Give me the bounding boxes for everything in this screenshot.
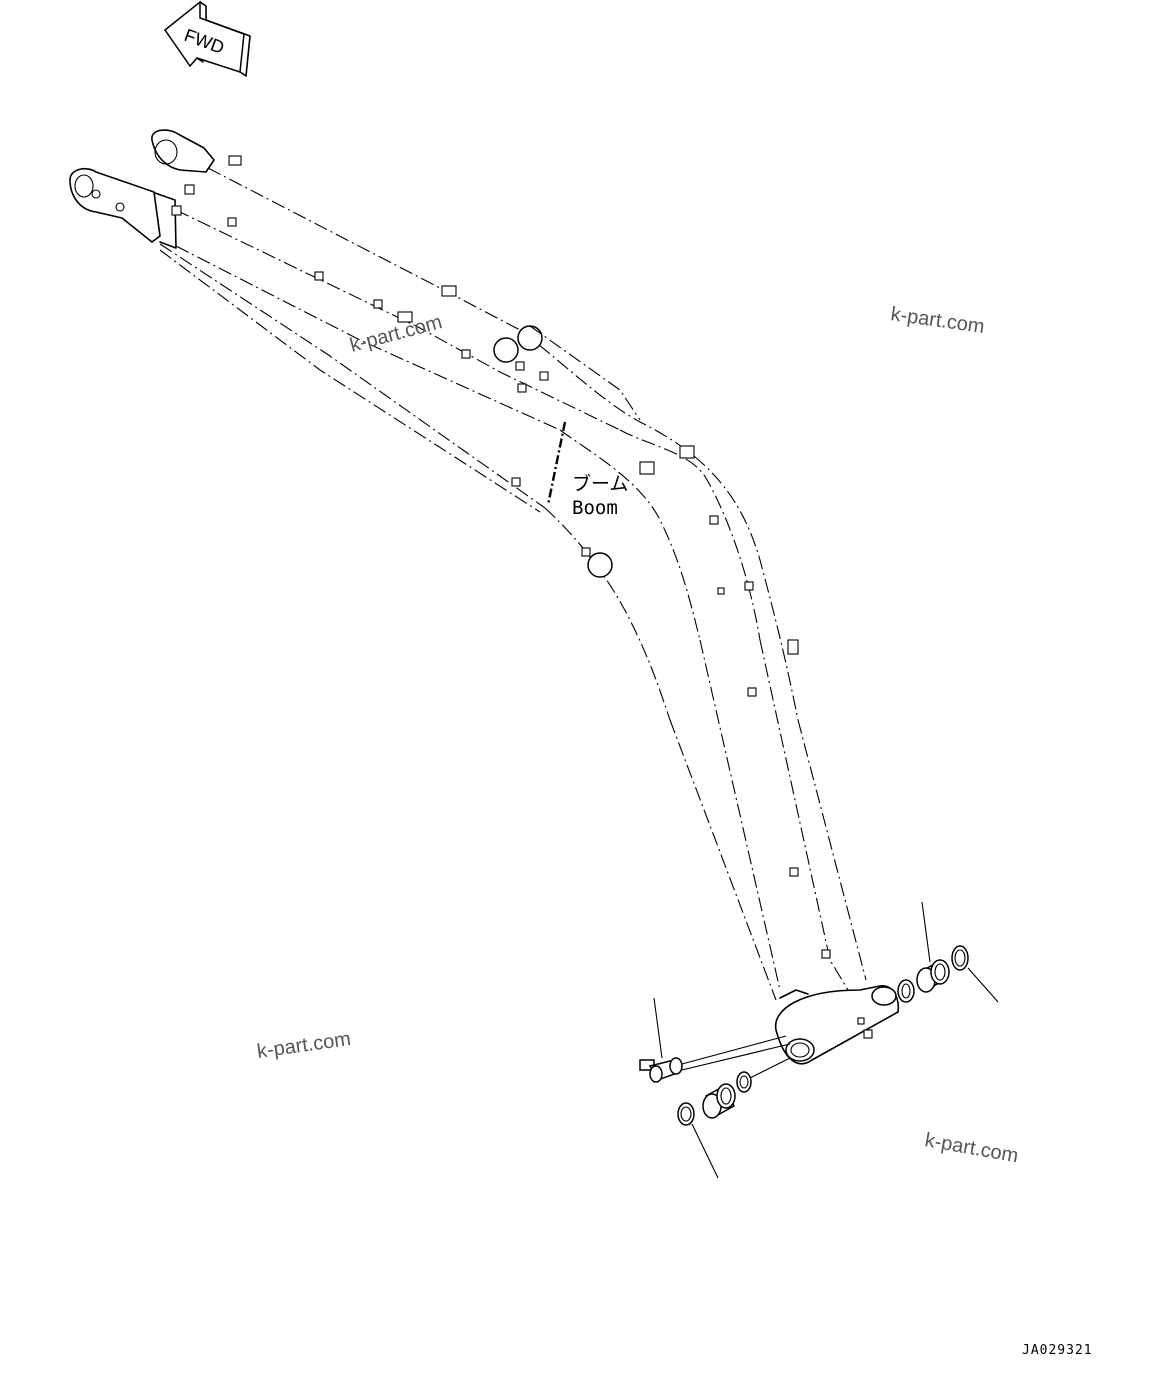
watermark-4: k-part.com xyxy=(923,1129,1020,1167)
boom-body: ブーム Boom xyxy=(69,129,900,1065)
boom-label-en: Boom xyxy=(572,497,618,519)
boom-label-jp: ブーム xyxy=(572,472,628,495)
watermark-1: k-part.com xyxy=(348,311,445,357)
drawing-code: JA029321 xyxy=(1022,1343,1093,1358)
right-exploded-parts xyxy=(897,901,999,1003)
left-exploded-parts xyxy=(639,997,791,1179)
watermark-2: k-part.com xyxy=(889,303,986,338)
watermark-3: k-part.com xyxy=(256,1028,353,1063)
fwd-arrow-icon: FWD xyxy=(163,0,251,77)
